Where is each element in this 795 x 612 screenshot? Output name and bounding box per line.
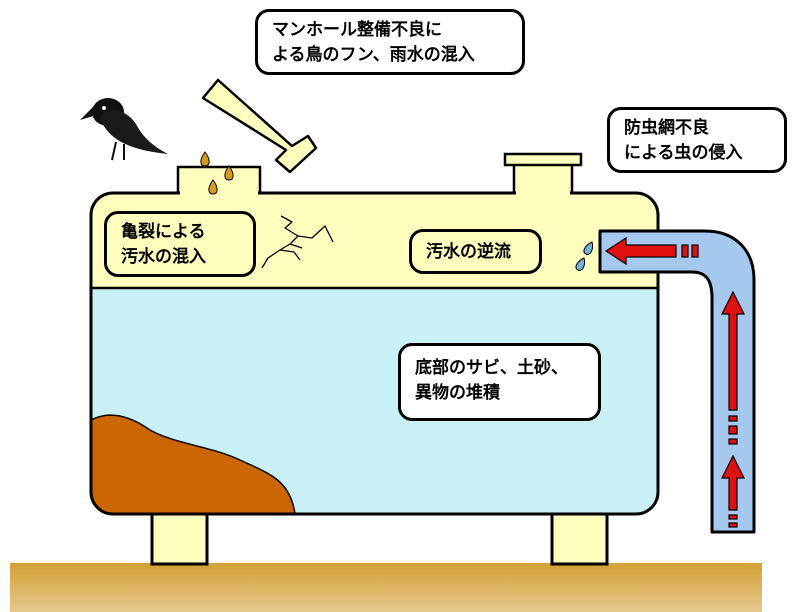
crack-icon [261,215,334,269]
callout-bottom-sediment: 底部のサビ、土砂、 異物の堆積 [398,343,601,421]
water-drop-icon [575,241,593,271]
callout-text-line: 汚水の混入 [121,247,206,267]
crow-icon [80,98,168,161]
callout-text-line: よる鳥のフン、雨水の混入 [272,45,475,65]
tank-leg-left [150,508,209,566]
sediment [91,414,296,514]
ground [10,563,762,612]
callout-crack-contamination: 亀裂による 汚水の混入 [104,211,256,277]
callout-insect-entry: 防虫網不良 による虫の侵入 [607,107,787,173]
bird-droppings-icon [200,151,234,195]
callout-text-line: 汚水の逆流 [426,242,511,262]
inlet-pipe [598,229,756,534]
callout-text-line: による虫の侵入 [624,143,743,163]
tank-leg-right [550,508,609,566]
callout-text-line: 異物の堆積 [415,383,500,403]
callout-text-line: 亀裂による [121,222,206,242]
tank-nozzle-cap [503,152,583,167]
flow-arrow-icon [604,236,745,528]
tank-outline [89,191,660,516]
callout-backflow: 汚水の逆流 [409,229,542,274]
manhole-lid-icon [201,78,318,174]
callout-text-line: 底部のサビ、土砂、 [415,358,568,378]
callout-text-line: マンホール整備不良に [272,20,442,40]
callout-text-line: 防虫網不良 [624,118,709,138]
callout-manhole-droppings-rain: マンホール整備不良に よる鳥のフン、雨水の混入 [255,9,525,75]
